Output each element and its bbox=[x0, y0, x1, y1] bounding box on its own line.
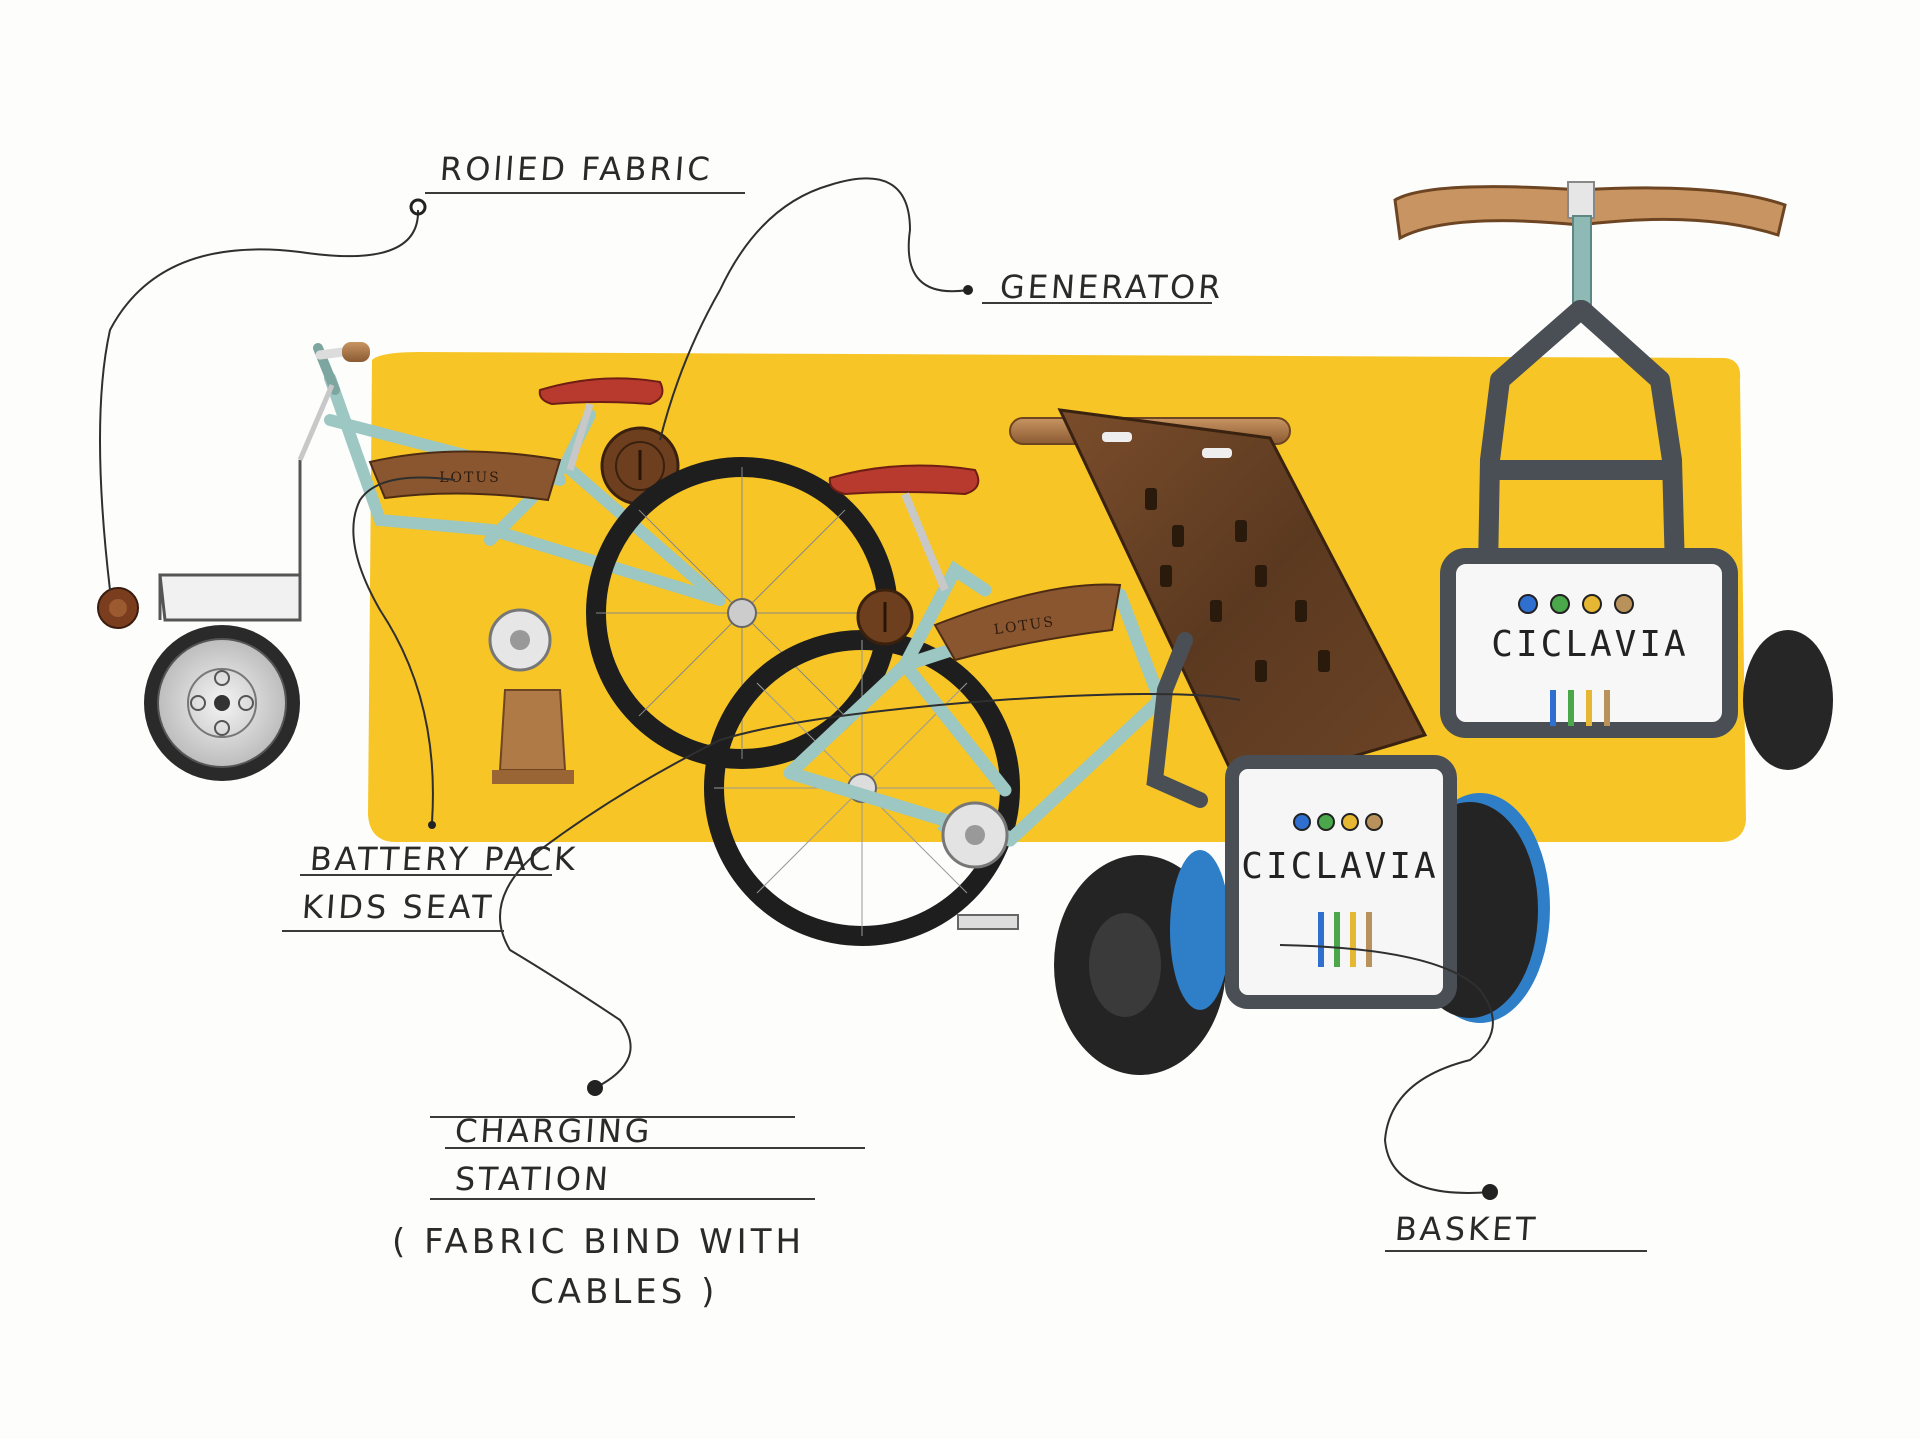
label-rolled-fabric-underline bbox=[425, 192, 745, 194]
middle-generator bbox=[858, 590, 912, 644]
label-generator-underline bbox=[982, 302, 1212, 304]
label-charging-note-line2: CABLES ) bbox=[530, 1272, 718, 1312]
label-charging-line1-underline-2 bbox=[445, 1147, 865, 1149]
left-trailer-wheel bbox=[144, 625, 300, 781]
label-kids-seat: KIDS SEAT bbox=[301, 888, 496, 926]
label-kids-seat-underline bbox=[282, 930, 504, 932]
front-cart-left-wheel bbox=[1054, 850, 1230, 1075]
label-battery-pack: BATTERY PACK bbox=[309, 840, 580, 878]
rear-cart-wordmark: CICLAVIA bbox=[1491, 624, 1688, 665]
label-generator: GENERATOR bbox=[999, 268, 1225, 306]
label-basket: BASKET bbox=[1394, 1210, 1540, 1248]
label-charging-line2-underline bbox=[430, 1198, 815, 1200]
label-charging-station-line2: STATION bbox=[454, 1160, 613, 1198]
left-seat-brand: LOTUS bbox=[439, 470, 501, 486]
label-charging-line1-underline bbox=[430, 1116, 795, 1118]
rear-cart-wheel bbox=[1743, 630, 1833, 770]
label-charging-note-line1: ( FABRIC BIND WITH bbox=[392, 1222, 805, 1262]
label-rolled-fabric: ROllED FABRIC bbox=[439, 150, 714, 188]
front-cart-wordmark: CICLAVIA bbox=[1241, 846, 1438, 887]
label-basket-underline bbox=[1385, 1250, 1647, 1252]
label-battery-pack-underline bbox=[300, 874, 552, 876]
